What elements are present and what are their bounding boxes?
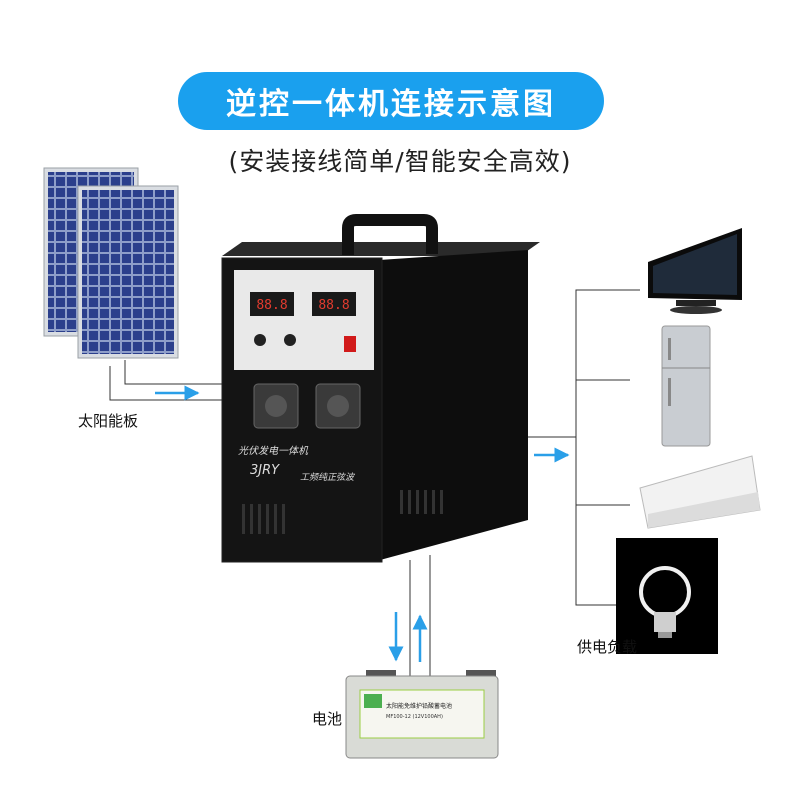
device-control-panel [234, 270, 374, 370]
air-conditioner-icon [639, 455, 761, 529]
device-top [222, 242, 540, 256]
title-banner: 逆控一体机连接示意图 [178, 72, 604, 130]
label-load: 供电负载 [577, 638, 638, 656]
power-switch [344, 336, 356, 352]
knob-right [284, 334, 296, 346]
battery-label-1: 太阳能免维护铅酸蓄电池 [386, 702, 452, 710]
device-vents [242, 490, 443, 534]
page-title: 逆控一体机连接示意图 [226, 87, 556, 122]
knob-left [254, 334, 266, 346]
device-side [380, 250, 528, 560]
voltmeter-right-digits: 88.8 [318, 298, 349, 313]
battery-label-2: MF100-12 (12V100AH) [386, 714, 443, 720]
load-wire-4 [575, 437, 625, 606]
voltmeter-right [312, 292, 356, 316]
load-wire-1 [528, 289, 640, 438]
device-front-text-1: 光伏发电一体机 [238, 445, 309, 457]
solar-wire-2 [124, 360, 222, 385]
voltmeter-left-digits: 88.8 [256, 298, 287, 313]
battery-icon: 太阳能免维护铅酸蓄电池 MF100-12 (12V100AH) [345, 670, 499, 759]
light-bulb-icon [616, 538, 718, 654]
voltmeter-left [250, 292, 294, 316]
device-front-text-3: 工频纯正弦波 [300, 472, 356, 483]
device-front-text-2: 3JRY [250, 463, 280, 478]
page-subtitle: (安装接线简单/智能安全高效) [228, 147, 572, 176]
label-solar-panel: 太阳能板 [78, 412, 139, 430]
tv-icon [648, 228, 742, 314]
fridge-icon [661, 325, 711, 447]
device-handle [342, 214, 438, 255]
solar-wire-1 [109, 366, 222, 401]
label-battery: 电池 [312, 710, 343, 728]
solar-panel-front [77, 185, 179, 359]
